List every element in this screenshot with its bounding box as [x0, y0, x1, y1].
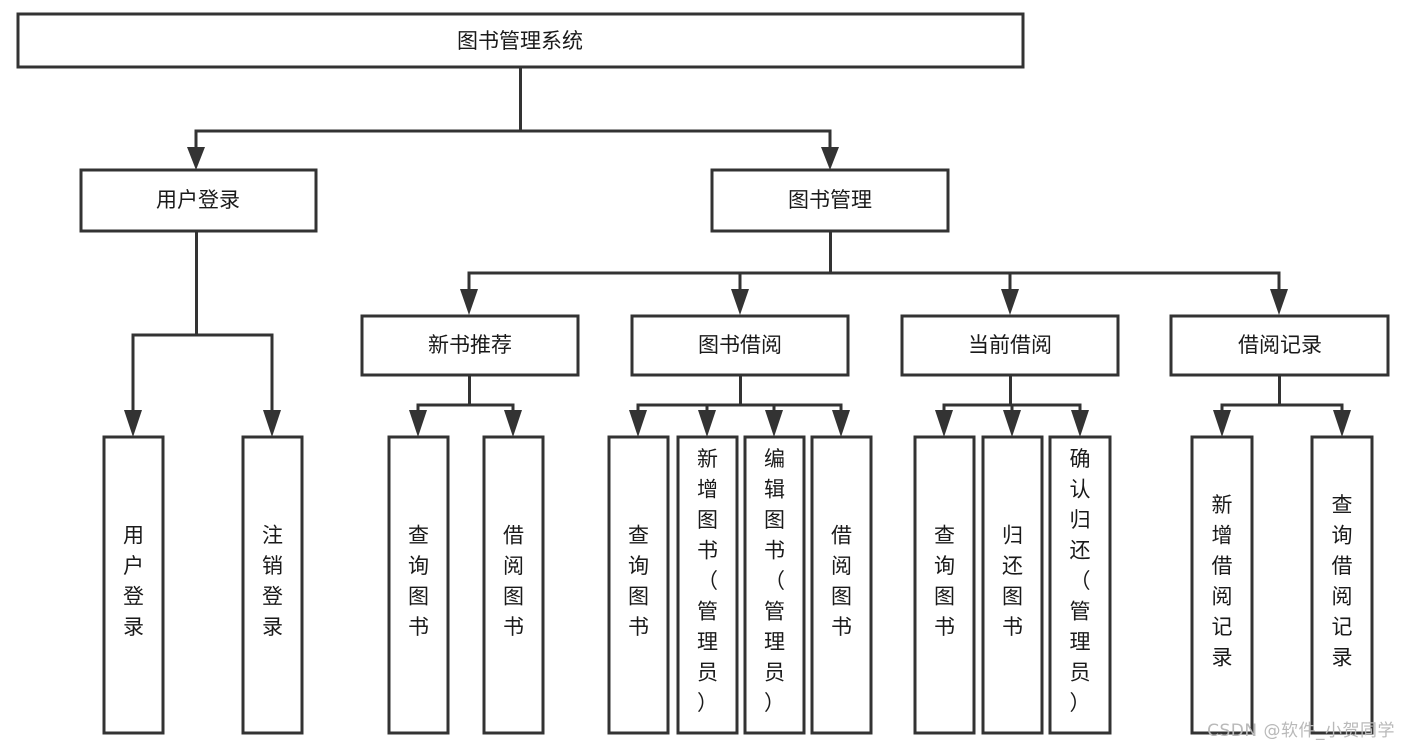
- node-borrow-record[interactable]: 借阅记录: [1169, 314, 1390, 377]
- leaf-label: 查询图书: [628, 523, 649, 639]
- leaf-box[interactable]: [676, 435, 739, 735]
- connector-root-to-level2: [194, 65, 832, 157]
- leaf-box[interactable]: [1190, 435, 1254, 735]
- leaf-node-3[interactable]: 查询图书: [387, 435, 450, 735]
- arrow-head-leaf-11: [1071, 410, 1089, 437]
- arrow-head-user-login: [187, 147, 205, 170]
- arrow-head-book-borrow: [731, 289, 749, 315]
- arrow-head-leaf-3: [409, 410, 427, 437]
- book-management-box[interactable]: [710, 168, 950, 233]
- leaf-box[interactable]: [810, 435, 873, 735]
- node-book-management[interactable]: 图书管理: [710, 168, 950, 233]
- leaf-label: 确认归还（管理员）: [1070, 447, 1091, 715]
- leaf-box[interactable]: [387, 435, 450, 735]
- current-borrow-box[interactable]: [900, 314, 1120, 377]
- arrow-head-leaf-5: [629, 410, 647, 437]
- connector-borrowrecord-to-leaves: [1220, 373, 1344, 414]
- connector-userlogin-to-leaves: [131, 229, 274, 414]
- arrow-head-leaf-10: [1003, 410, 1021, 437]
- leaf-label: 借阅图书: [503, 523, 524, 639]
- user-login-label: 用户登录: [156, 188, 240, 212]
- arrow-head-leaf-1: [124, 410, 142, 437]
- leaf-label: 用户登录: [123, 523, 144, 639]
- connector-layer: [124, 65, 1351, 437]
- user-login-box[interactable]: [79, 168, 318, 233]
- arrow-head-new-book: [460, 289, 478, 315]
- leaf-label: 新增图书（管理员）: [697, 447, 718, 715]
- leaf-label: 查询借阅记录: [1332, 493, 1353, 670]
- leaf-box[interactable]: [241, 435, 304, 735]
- leaf-node-6[interactable]: 新增图书（管理员）: [676, 435, 739, 735]
- leaf-node-12[interactable]: 新增借阅记录: [1190, 435, 1254, 735]
- leaf-node-9[interactable]: 查询图书: [913, 435, 976, 735]
- leaf-box[interactable]: [1048, 435, 1112, 735]
- leaf-box[interactable]: [607, 435, 670, 735]
- node-current-borrow[interactable]: 当前借阅: [900, 314, 1120, 377]
- leaf-box[interactable]: [102, 435, 165, 735]
- leaf-label: 注销登录: [262, 523, 283, 639]
- borrow-record-label: 借阅记录: [1238, 333, 1322, 357]
- leaf-label: 查询图书: [934, 523, 955, 639]
- root-box[interactable]: [16, 12, 1025, 69]
- leaf-layer: 用户登录 注销登录 查询图书 借阅图书 查询图书 新增图书（管理员） 编辑图书（管理员） 借阅…: [102, 435, 1374, 735]
- arrow-head-leaf-12: [1213, 410, 1231, 437]
- arrow-head-leaf-6: [698, 410, 716, 437]
- arrow-head-leaf-2: [263, 410, 281, 437]
- leaf-node-11[interactable]: 确认归还（管理员）: [1048, 435, 1112, 735]
- leaf-box[interactable]: [981, 435, 1044, 735]
- node-book-borrow[interactable]: 图书借阅: [630, 314, 850, 377]
- node-new-book-recommend[interactable]: 新书推荐: [360, 314, 580, 377]
- leaf-label: 归还图书: [1002, 523, 1023, 639]
- leaf-node-2[interactable]: 注销登录: [241, 435, 304, 735]
- leaf-label: 新增借阅记录: [1212, 493, 1233, 670]
- leaf-node-1[interactable]: 用户登录: [102, 435, 165, 735]
- connector-bookmanage-to-level3: [467, 229, 1281, 292]
- arrow-head-borrow-record: [1270, 289, 1288, 315]
- root-label: 图书管理系统: [457, 29, 583, 53]
- book-borrow-box[interactable]: [630, 314, 850, 377]
- arrow-head-book-manage: [821, 147, 839, 170]
- leaf-node-5[interactable]: 查询图书: [607, 435, 670, 735]
- leaf-box[interactable]: [1310, 435, 1374, 735]
- arrow-head-leaf-7: [765, 410, 783, 437]
- arrow-head-leaf-4: [504, 410, 522, 437]
- arrow-head-leaf-9: [935, 410, 953, 437]
- leaf-label: 借阅图书: [831, 523, 852, 639]
- leaf-node-13[interactable]: 查询借阅记录: [1310, 435, 1374, 735]
- arrow-head-current-borrow: [1001, 289, 1019, 315]
- leaf-box[interactable]: [913, 435, 976, 735]
- arrow-head-leaf-8: [832, 410, 850, 437]
- new-book-recommend-box[interactable]: [360, 314, 580, 377]
- leaf-label: 查询图书: [408, 523, 429, 639]
- book-management-label: 图书管理: [788, 188, 872, 212]
- connector-currentborrow-to-leaves: [942, 373, 1082, 414]
- leaf-node-10[interactable]: 归还图书: [981, 435, 1044, 735]
- leaf-node-8[interactable]: 借阅图书: [810, 435, 873, 735]
- new-book-recommend-label: 新书推荐: [428, 333, 512, 357]
- leaf-label: 编辑图书（管理员）: [764, 447, 785, 715]
- connector-newbook-to-leaves: [416, 373, 515, 414]
- book-borrow-label: 图书借阅: [698, 333, 782, 357]
- leaf-box[interactable]: [743, 435, 806, 735]
- borrow-record-box[interactable]: [1169, 314, 1390, 377]
- node-user-login[interactable]: 用户登录: [79, 168, 318, 233]
- current-borrow-label: 当前借阅: [968, 333, 1052, 357]
- connector-bookborrow-to-leaves: [636, 373, 843, 414]
- node-root[interactable]: 图书管理系统: [16, 12, 1025, 69]
- leaf-node-7[interactable]: 编辑图书（管理员）: [743, 435, 806, 735]
- leaf-node-4[interactable]: 借阅图书: [482, 435, 545, 735]
- leaf-box[interactable]: [482, 435, 545, 735]
- arrow-head-leaf-13: [1333, 410, 1351, 437]
